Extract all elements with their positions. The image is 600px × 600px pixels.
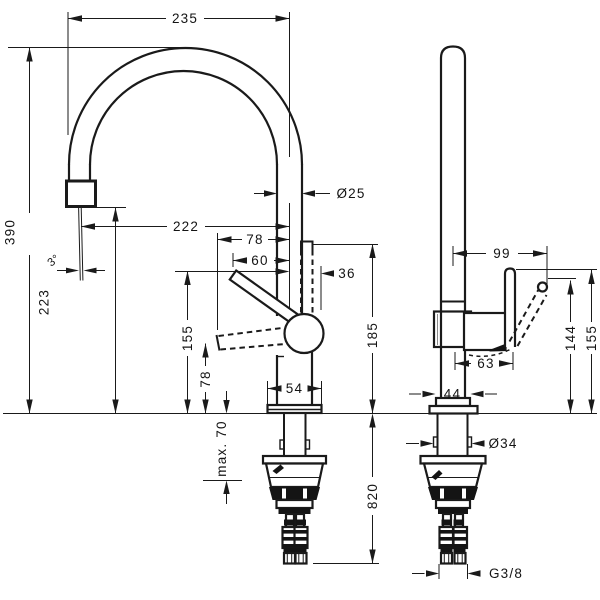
dim-label-handle-reach-low: 78 bbox=[246, 232, 263, 247]
dim-label-hose-drop: 820 bbox=[365, 483, 380, 509]
handle-bar bbox=[503, 267, 517, 347]
dim-label-hose-thread: G3/8 bbox=[489, 566, 523, 581]
dim-label-handle-height-high: 155 bbox=[180, 325, 195, 351]
spout-outlet bbox=[65, 179, 97, 208]
handle-down-position-dashed bbox=[215, 326, 292, 351]
dim-label-pipe-diameter: Ø25 bbox=[336, 186, 365, 201]
spout-arc bbox=[67, 46, 304, 181]
handle-up-position-dashed bbox=[300, 240, 314, 313]
supply-hoses bbox=[281, 512, 309, 565]
left-view-dimension-lines bbox=[8, 12, 379, 564]
dim-label-outlet-height: 223 bbox=[37, 289, 52, 315]
mounting-shank bbox=[261, 413, 328, 514]
dim-label-handle-reach-side: 99 bbox=[493, 246, 510, 261]
water-stream bbox=[78, 206, 84, 281]
dim-label-shank-diameter: Ø34 bbox=[488, 436, 517, 451]
dim-label-body-top-height: 185 bbox=[365, 322, 380, 348]
dim-label-hub-offset: 36 bbox=[338, 266, 355, 281]
base-front bbox=[428, 396, 479, 415]
handle-tilted-dashed bbox=[508, 281, 549, 347]
mounting-shank-front bbox=[419, 413, 487, 514]
dim-label-handle-height-tilted: 144 bbox=[563, 325, 578, 351]
dim-label-total-height: 390 bbox=[3, 219, 18, 245]
right-front-view: 99 63 144 155 44 Ø34 G3/8 bbox=[406, 45, 599, 581]
ball-joint bbox=[283, 312, 325, 355]
dim-label-base-width-front: 44 bbox=[444, 387, 461, 402]
dim-label-handle-reach-high: 60 bbox=[251, 253, 268, 268]
riser-pipe-front bbox=[439, 45, 467, 398]
right-view-dimension-lines bbox=[406, 246, 597, 579]
dim-label-handle-height-top: 155 bbox=[584, 325, 599, 351]
dim-label-handle-offset-side: 63 bbox=[477, 356, 494, 371]
supply-hoses-front bbox=[438, 512, 469, 565]
cartridge-housing bbox=[462, 311, 512, 358]
left-view-dimension-labels: 235 390 223 3° 222 78 60 Ø25 36 155 78 1… bbox=[3, 11, 381, 509]
dim-label-spout-reach: 222 bbox=[173, 219, 199, 234]
left-side-view: 235 390 223 3° 222 78 60 Ø25 36 155 78 1… bbox=[3, 11, 381, 565]
dim-label-stream-angle: 3° bbox=[46, 253, 63, 270]
dim-label-base-width: 54 bbox=[286, 381, 303, 396]
right-view-dimension-labels: 99 63 144 155 44 Ø34 G3/8 bbox=[444, 246, 599, 581]
dim-label-handle-height-low: 78 bbox=[198, 370, 213, 387]
faucet-body-column bbox=[266, 352, 323, 415]
dim-label-counter-max-thickness: max. 70 bbox=[214, 420, 229, 476]
dim-label-spout-width-total: 235 bbox=[172, 11, 198, 26]
